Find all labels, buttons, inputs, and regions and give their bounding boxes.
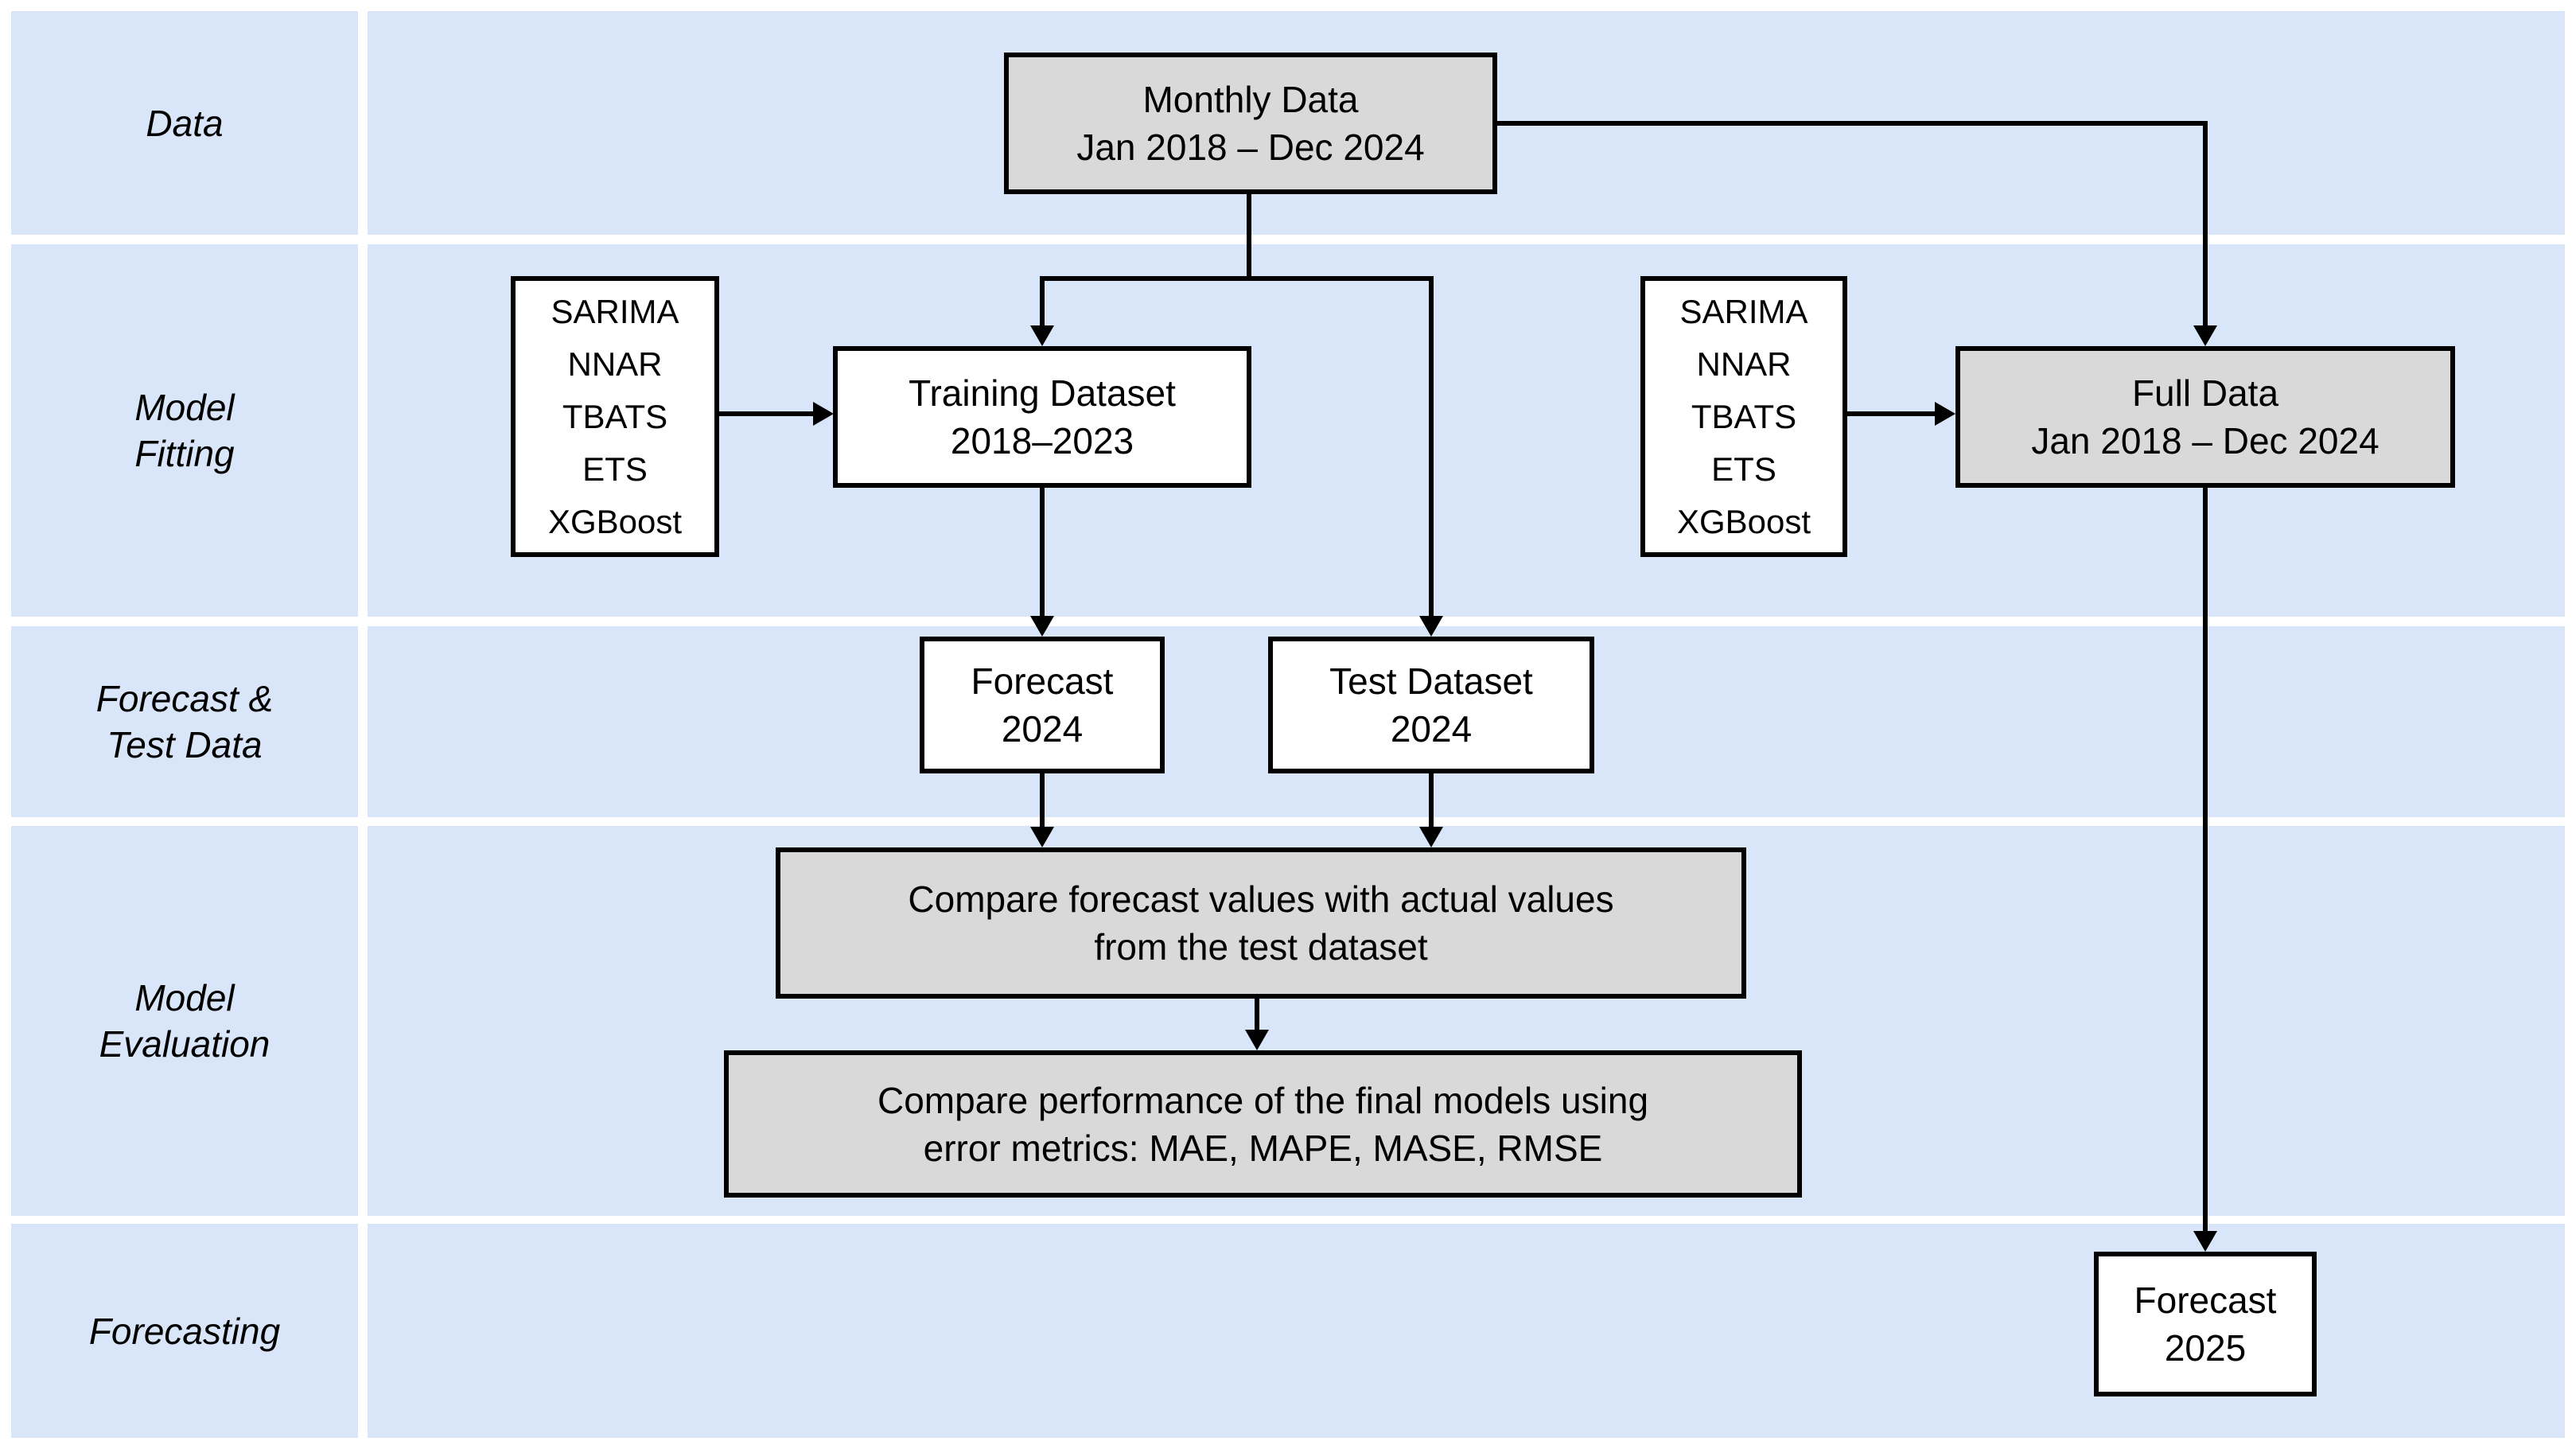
connector-testdataset-to-compare bbox=[1429, 769, 1434, 830]
grid-cell-label-forecasting bbox=[11, 1224, 358, 1438]
box-text-line: 2025 bbox=[2164, 1327, 2247, 1369]
box-models-left: SARIMA NNAR TBATS ETS XGBoost bbox=[511, 276, 719, 557]
grid-cell-label-data bbox=[11, 11, 358, 235]
model-name: ETS bbox=[582, 450, 648, 488]
arrowhead-into-test-dataset-top bbox=[1419, 616, 1443, 637]
row-label-text: Fitting bbox=[134, 433, 235, 474]
connector-models-left-to-training bbox=[714, 411, 813, 416]
box-forecast-2025: Forecast 2025 bbox=[2094, 1252, 2317, 1396]
row-label-text: Model bbox=[134, 387, 235, 428]
box-text-line: Forecast bbox=[2134, 1280, 2277, 1321]
box-test-dataset: Test Dataset 2024 bbox=[1268, 637, 1594, 773]
row-label-forecast-test-data: Forecast & Test Data bbox=[11, 626, 358, 817]
model-name: NNAR bbox=[1696, 345, 1792, 383]
model-name: SARIMA bbox=[551, 292, 679, 330]
box-monthly-data: Monthly Data Jan 2018 – Dec 2024 bbox=[1004, 53, 1497, 194]
row-label-text: Forecast & bbox=[95, 678, 274, 719]
box-text-line: Jan 2018 – Dec 2024 bbox=[2031, 420, 2379, 462]
row-label-text: Test Data bbox=[107, 724, 263, 765]
connector-monthly-down bbox=[1247, 189, 1251, 281]
connector-split-to-training bbox=[1040, 276, 1045, 325]
arrowhead-into-full-data-top bbox=[2193, 325, 2217, 346]
model-name: XGBoost bbox=[1676, 502, 1811, 540]
box-text-line: Jan 2018 – Dec 2024 bbox=[1076, 127, 1425, 168]
box-text-line: Test Dataset bbox=[1329, 660, 1533, 702]
model-name: XGBoost bbox=[547, 502, 683, 540]
arrowhead-into-compare-left bbox=[1030, 827, 1054, 847]
row-label-text: Evaluation bbox=[99, 1023, 270, 1065]
box-full-data: Full Data Jan 2018 – Dec 2024 bbox=[1955, 346, 2455, 488]
grid-cell-label-model-fitting bbox=[11, 244, 358, 617]
box-forecast-2024: Forecast 2024 bbox=[920, 637, 1165, 773]
model-name: TBATS bbox=[1691, 397, 1797, 435]
box-training-dataset: Training Dataset 2018–2023 bbox=[833, 346, 1251, 488]
row-label-forecasting: Forecasting bbox=[11, 1224, 358, 1438]
connector-fulldata-to-forecast2025 bbox=[2203, 483, 2208, 1234]
row-label-text: Model bbox=[134, 977, 235, 1019]
connector-split-to-test-dataset bbox=[1429, 276, 1434, 616]
box-text-line: Monthly Data bbox=[1142, 79, 1359, 120]
connector-models-right-to-full-data bbox=[1843, 411, 1935, 416]
arrowhead-into-training-left bbox=[813, 402, 834, 426]
grid-cell-label-model-evaluation bbox=[11, 826, 358, 1216]
row-label-text: Forecasting bbox=[88, 1310, 281, 1352]
arrowhead-into-compare-right bbox=[1419, 827, 1443, 847]
box-text-line: 2018–2023 bbox=[950, 420, 1134, 462]
box-text-line: Compare performance of the final models … bbox=[877, 1079, 1649, 1121]
box-models-right: SARIMA NNAR TBATS ETS XGBoost bbox=[1640, 276, 1847, 557]
row-label-text: Data bbox=[146, 102, 224, 144]
connector-compare-to-performance bbox=[1255, 994, 1259, 1033]
arrowhead-into-training-top bbox=[1030, 325, 1054, 346]
arrowhead-into-full-data-left bbox=[1935, 402, 1955, 426]
connector-monthly-to-fulldata-vertical bbox=[2203, 121, 2208, 325]
connector-forecast2024-to-compare bbox=[1040, 769, 1045, 830]
box-text-line: Forecast bbox=[971, 660, 1114, 702]
model-name: SARIMA bbox=[1679, 292, 1808, 330]
box-text-line: error metrics: MAE, MAPE, MASE, RMSE bbox=[923, 1127, 1603, 1169]
box-text-line: Compare forecast values with actual valu… bbox=[908, 878, 1614, 920]
model-name: NNAR bbox=[567, 345, 663, 383]
row-label-model-fitting: Model Fitting bbox=[11, 244, 358, 617]
box-text-line: Training Dataset bbox=[909, 372, 1176, 414]
row-label-data: Data bbox=[11, 11, 358, 235]
box-compare-forecast-values: Compare forecast values with actual valu… bbox=[776, 847, 1746, 999]
arrowhead-into-performance-top bbox=[1245, 1030, 1269, 1050]
box-text-line: 2024 bbox=[1001, 708, 1084, 750]
row-label-model-evaluation: Model Evaluation bbox=[11, 826, 358, 1216]
box-text-line: 2024 bbox=[1390, 708, 1473, 750]
model-name: ETS bbox=[1711, 450, 1776, 488]
grid-cell-label-forecast-test bbox=[11, 626, 358, 817]
connector-monthly-to-fulldata-horizontal bbox=[1492, 121, 2208, 126]
box-compare-performance: Compare performance of the final models … bbox=[724, 1050, 1802, 1198]
box-text-line: from the test dataset bbox=[1094, 926, 1428, 968]
connector-training-to-forecast2024 bbox=[1040, 483, 1045, 616]
model-name: TBATS bbox=[562, 397, 668, 435]
arrowhead-into-forecast2025-top bbox=[2193, 1231, 2217, 1252]
arrowhead-into-forecast2024-top bbox=[1030, 616, 1054, 637]
connector-split-horizontal bbox=[1040, 276, 1434, 281]
box-text-line: Full Data bbox=[2131, 372, 2279, 414]
